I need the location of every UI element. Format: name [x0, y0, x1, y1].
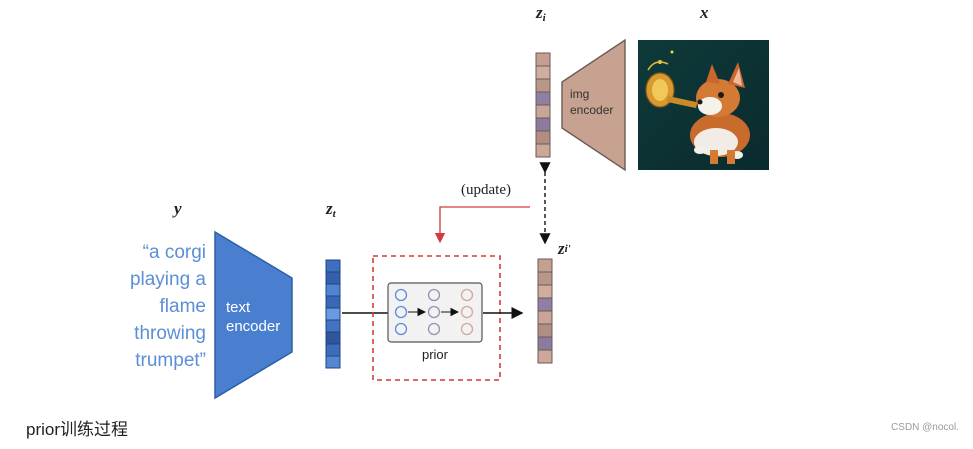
text-encoder-line-2: encoder — [226, 318, 280, 335]
text-prompt: “a corgi playing a flame throwing trumpe… — [130, 242, 206, 371]
figure-caption: prior训练过程 — [26, 420, 129, 439]
zi-prime-label: zi' — [557, 239, 571, 258]
csdn-watermark: CSDN @nocol. — [891, 422, 959, 433]
zt-vector — [325, 259, 341, 369]
prompt-line-5: trumpet” — [135, 350, 206, 371]
zt-label: zt — [325, 199, 337, 220]
prior-network — [387, 282, 483, 343]
text-encoder-shape — [214, 230, 293, 400]
zi-label: zi — [535, 3, 547, 24]
prior-dashed-box — [372, 255, 501, 381]
zi-prime-vector — [537, 258, 553, 364]
prior-network-nodes — [394, 288, 474, 336]
img-encoder-line-2: encoder — [570, 103, 613, 117]
zi-vector — [535, 52, 551, 158]
prompt-line-2: playing a — [130, 269, 206, 290]
y-label: y — [172, 199, 182, 218]
update-arrow — [434, 206, 530, 244]
prompt-line-4: throwing — [134, 323, 206, 344]
prompt-line-1: “a corgi — [143, 242, 206, 263]
prior-label: prior — [422, 347, 449, 362]
img-encoder-shape — [561, 38, 626, 172]
text-encoder-line-1: text — [226, 299, 251, 316]
x-label: x — [699, 3, 709, 22]
update-label: (update) — [461, 182, 511, 198]
prompt-line-3: flame — [160, 296, 206, 317]
img-encoder-line-1: img — [570, 87, 589, 101]
corgi-trumpet-image — [638, 40, 769, 170]
